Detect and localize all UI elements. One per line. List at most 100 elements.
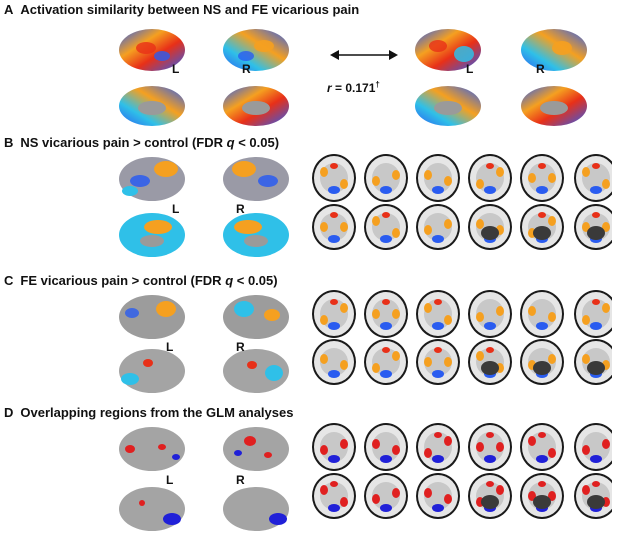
activation-blob — [582, 167, 590, 177]
activation-blob — [380, 370, 392, 378]
activation-blob — [582, 445, 590, 455]
panel-letter: D — [4, 405, 14, 420]
right-hemisphere-label: R — [242, 62, 251, 76]
panel-letter: B — [4, 135, 14, 150]
activation-blob — [372, 363, 380, 373]
activation-blob — [536, 186, 548, 194]
activation-blob — [392, 488, 400, 498]
q-symbol: q — [225, 273, 234, 288]
panel-c-brain-surfaces — [119, 295, 289, 393]
activation-blob — [434, 432, 442, 438]
left-hemisphere-label: L — [466, 62, 474, 76]
activation-blob — [592, 299, 600, 305]
activation-blob — [320, 222, 328, 232]
activation-blob — [392, 309, 400, 319]
activation-blob — [432, 370, 444, 378]
activation-blob — [592, 212, 600, 218]
activation-blob — [372, 494, 380, 504]
activation-blob — [320, 167, 328, 177]
activation-blob — [548, 173, 556, 183]
activation-blob — [328, 186, 340, 194]
activation-blob — [320, 485, 328, 495]
dagger-marker: † — [375, 80, 380, 89]
activation-blob — [372, 309, 380, 319]
activation-blob — [382, 347, 390, 353]
activation-blob — [340, 439, 348, 449]
activation-blob — [372, 216, 380, 226]
cerebellum-region — [533, 495, 551, 509]
cerebellum-region — [533, 226, 551, 240]
activation-blob — [340, 360, 348, 370]
activation-blob — [320, 445, 328, 455]
activation-blob — [330, 481, 338, 487]
slice-white-matter — [528, 299, 556, 329]
activation-blob — [528, 306, 536, 316]
activation-blob — [602, 179, 610, 189]
activation-blob — [528, 436, 536, 446]
slice-white-matter — [372, 432, 400, 462]
activation-blob — [380, 186, 392, 194]
slice-white-matter — [372, 299, 400, 329]
activation-blob — [476, 219, 484, 229]
slice-white-matter — [320, 348, 348, 376]
slice-white-matter — [424, 163, 452, 193]
activation-blob — [392, 228, 400, 238]
activation-blob — [340, 222, 348, 232]
panel-a-ns-brain-surfaces — [119, 29, 289, 126]
activation-blob — [548, 448, 556, 458]
cerebellum-region — [587, 226, 605, 240]
activation-blob — [602, 303, 610, 313]
activation-blob — [496, 167, 504, 177]
cerebellum-region — [481, 226, 499, 240]
activation-blob — [476, 312, 484, 322]
activation-blob — [592, 163, 600, 169]
left-hemisphere-label: L — [166, 340, 174, 354]
slice-white-matter — [528, 163, 556, 193]
activation-blob — [424, 357, 432, 367]
activation-blob — [602, 439, 610, 449]
activation-blob — [340, 179, 348, 189]
slice-white-matter — [320, 432, 348, 462]
right-hemisphere-label: R — [236, 340, 245, 354]
activation-blob — [476, 351, 484, 361]
activation-blob — [444, 494, 452, 504]
cerebellum-region — [587, 495, 605, 509]
activation-blob — [330, 212, 338, 218]
activation-blob — [496, 485, 504, 495]
activation-blob — [434, 299, 442, 305]
activation-blob — [484, 186, 496, 194]
activation-blob — [382, 212, 390, 218]
panel-letter: A — [4, 2, 14, 17]
activation-blob — [484, 455, 496, 463]
activation-blob — [538, 432, 546, 438]
activation-blob — [424, 488, 432, 498]
activation-blob — [380, 504, 392, 512]
slice-white-matter — [372, 163, 400, 193]
activation-blob — [432, 504, 444, 512]
panel-title-text: < 0.05) — [234, 135, 280, 150]
activation-blob — [548, 354, 556, 364]
activation-blob — [424, 303, 432, 313]
right-hemisphere-label: R — [236, 202, 245, 216]
activation-blob — [340, 497, 348, 507]
activation-blob — [432, 186, 444, 194]
activation-blob — [582, 354, 590, 364]
slice-white-matter — [424, 348, 452, 376]
activation-blob — [602, 222, 610, 232]
slice-white-matter — [424, 213, 452, 241]
panel-a-fe-brain-surfaces — [415, 29, 587, 126]
activation-blob — [380, 455, 392, 463]
activation-blob — [424, 170, 432, 180]
activation-blob — [486, 163, 494, 169]
activation-blob — [328, 235, 340, 243]
activation-blob — [582, 222, 590, 232]
left-hemisphere-label: L — [172, 202, 180, 216]
activation-blob — [434, 347, 442, 353]
double-arrow-icon — [330, 50, 398, 60]
panel-title-text: FE vicarious pain > control (FDR — [20, 273, 226, 288]
panel-letter: C — [4, 273, 14, 288]
activation-blob — [444, 357, 452, 367]
